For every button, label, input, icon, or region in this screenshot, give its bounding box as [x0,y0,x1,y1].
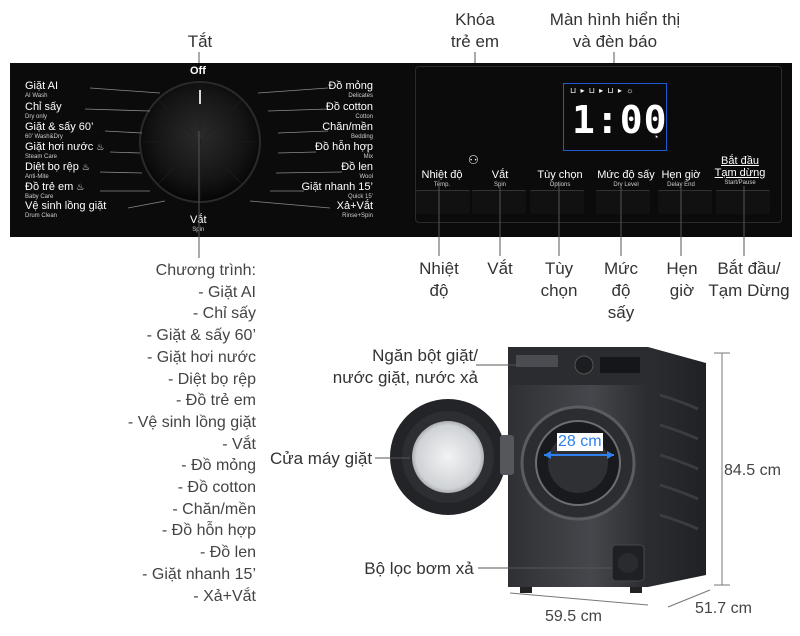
program-list-title: Chương trình: [155,262,256,279]
program-tick-lines [84,87,343,209]
drain-filter-callout: Bộ lọc bơm xả [364,559,474,578]
spin-button[interactable] [472,190,526,214]
program-list-item: - Giặt & sấy 60’ [146,327,256,345]
program-knob[interactable] [130,76,270,211]
delay-button[interactable] [658,190,712,214]
program-wash-dry-60: Giặt & sấy 60’60’ Wash&Dry [25,121,94,140]
temp-button[interactable] [416,190,470,214]
height-dimension: 84.5 cm [724,462,781,479]
status-indicators: ⊔ ▸ ⊔ ▸ ⊔ ▸ ☼ [570,86,635,95]
steam-icon: ♨ [96,142,105,152]
knob-off-callout: Tắt [187,32,213,51]
spin-callout: Vắt [487,259,513,278]
washing-machine-illustration [390,347,730,608]
steam-icon: ♨ [76,182,85,192]
program-list-item: - Đồ hỗn hợp [161,522,256,540]
time-readout: 1:00 [572,98,668,142]
program-list-item: - Giặt nhanh 15’ [142,565,256,583]
program-list-item: - Giặt AI [198,283,256,301]
dry-level-button[interactable] [596,190,650,214]
program-list-item: - Đồ len [199,544,256,562]
program-list-items: - Giặt AI - Chỉ sấy - Giặt & sấy 60’ - Giặt… [100,282,256,608]
off-label: Off [190,65,206,77]
program-anti-mite: Diệt bọ rệp♨Anti-Mite [25,161,90,180]
options-button[interactable] [530,190,584,214]
program-list-item: - Vắt [222,435,256,453]
program-list-item: - Giặt hơi nước [146,348,256,366]
program-list: Chương trình: - Giặt AI - Chỉ sấy - Giặt &… [100,260,256,607]
program-list-item: - Diệt bọ rệp [167,370,256,388]
program-steam-care: Giặt hơi nước♨Steam Care [25,141,105,160]
child-lock-icon: ⚇ [468,153,479,167]
program-list-item: - Đồ mỏng [181,457,256,475]
door-callout: Cửa máy giặt [269,449,373,468]
width-dimension: 59.5 cm [545,608,602,625]
display-callout: Màn hình hiển thị và đèn báo [549,10,681,51]
display-area [415,66,782,223]
program-baby-care: Đồ trẻ em♨Baby Care [25,181,85,200]
program-quick-15: Giặt nhanh 15’Quick 15’ [301,181,373,200]
start-callout: Bắt đầu/Tạm Dừng [708,259,790,300]
program-list-item: - Đồ trẻ em [175,392,256,410]
program-list-item: - Vệ sinh lồng giặt [127,413,256,431]
depth-dimension: 51.7 cm [695,600,752,617]
detergent-drawer-callout: Ngăn bột giặt/nước giặt, nước xả [332,346,478,387]
lock-indicator-icon: ◔ [653,132,659,142]
program-list-item: - Đồ cotton [177,479,256,497]
door-diameter-label: 28 cm [557,433,603,451]
program-list-item: - Chăn/mền [172,500,256,518]
child-lock-callout: Khóa trẻ em [450,10,500,51]
program-list-item: - Chỉ sấy [192,305,256,323]
program-list-item: - Xả+Vắt [193,587,256,605]
start-button[interactable] [716,190,770,214]
led-display: ⊔ ▸ ⊔ ▸ ⊔ ▸ ☼ 1:00 ◔ [563,83,667,151]
control-panel: Off [10,63,792,237]
steam-icon: ♨ [81,162,90,172]
